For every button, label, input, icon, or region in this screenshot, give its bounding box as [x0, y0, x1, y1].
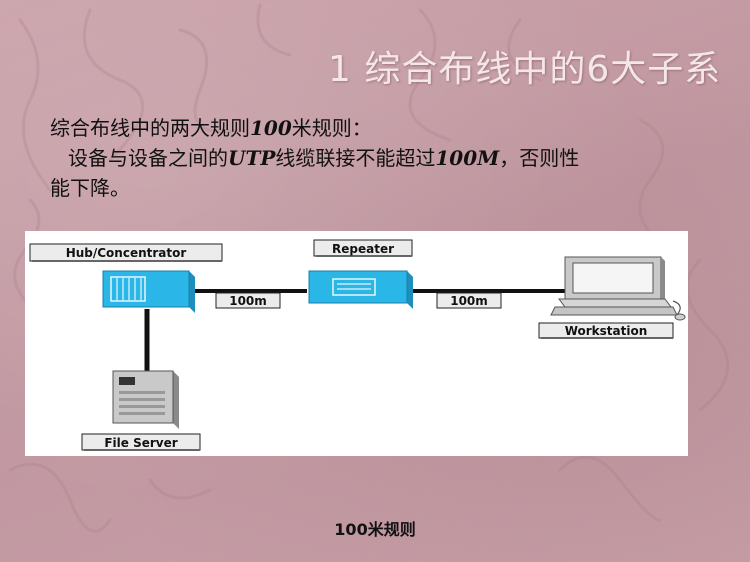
rule-line2-number: 100M	[435, 146, 500, 170]
slide-title: 1 综合布线中的6大子系	[328, 49, 722, 90]
workstation-icon	[550, 256, 686, 321]
workstation-label-text: Workstation	[565, 324, 648, 338]
rule-line2-pre: 设备与设备之间的	[68, 146, 228, 170]
file-server-label-text: File Server	[104, 436, 177, 450]
hub-label: Hub/Concentrator	[29, 243, 223, 262]
rule-description: 综合布线中的两大规则100米规则： 设备与设备之间的UTP线缆联接不能超过100…	[50, 113, 690, 203]
rule-line2-post: ，否则性	[499, 146, 580, 170]
link2-label: 100m	[436, 292, 502, 309]
rule-intro-line: 综合布线中的两大规则100米规则：	[50, 113, 690, 143]
rule-end-line: 能下降。	[50, 176, 130, 200]
network-diagram: Hub/Concentrator 100m	[25, 231, 688, 456]
rule-intro-post: 米规则：	[291, 116, 372, 140]
hub-icon	[102, 270, 195, 313]
file-server-icon	[112, 370, 179, 429]
rule-intro-pre: 综合布线中的两大规则	[50, 116, 250, 140]
rule-line2-mid: 线缆联接不能超过	[275, 146, 436, 170]
repeater-label: Repeater	[313, 239, 413, 257]
rule-detail-line: 设备与设备之间的UTP线缆联接不能超过100M，否则性	[50, 143, 690, 173]
link1-label-text: 100m	[229, 294, 267, 308]
workstation-label: Workstation	[538, 322, 674, 339]
repeater-label-text: Repeater	[332, 242, 394, 256]
slide-caption: 100米规则	[334, 520, 416, 539]
repeater-icon	[308, 270, 413, 309]
hub-label-text: Hub/Concentrator	[66, 246, 187, 260]
file-server-label: File Server	[81, 433, 201, 451]
link1-label: 100m	[215, 292, 281, 309]
rule-line2-utp: UTP	[228, 146, 276, 170]
rule-intro-number: 100	[250, 116, 292, 140]
network-diagram-svg: Hub/Concentrator 100m	[29, 239, 686, 451]
link2-label-text: 100m	[450, 294, 488, 308]
